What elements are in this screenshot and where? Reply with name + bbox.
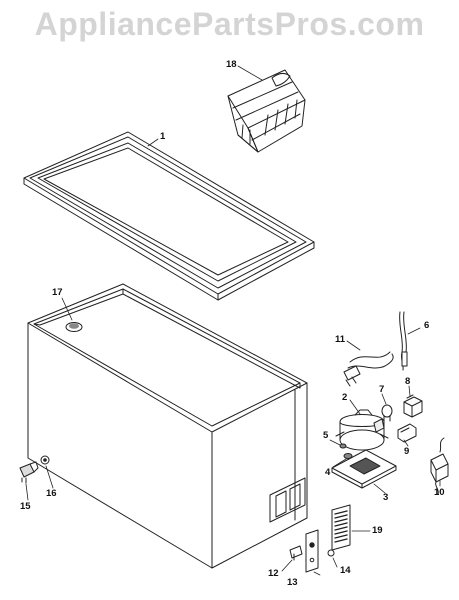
callout-10: 10 [434, 487, 445, 498]
grille-drawing [331, 504, 351, 551]
callout-16: 16 [46, 488, 57, 499]
overload-drawing [381, 404, 393, 422]
callout-13: 13 [287, 577, 298, 588]
thermostat-drawing [305, 529, 319, 573]
lid-gasket-drawing [23, 131, 315, 301]
callout-8: 8 [405, 376, 411, 387]
callout-17: 17 [52, 287, 63, 298]
callout-1: 1 [160, 131, 166, 142]
callout-2: 2 [342, 392, 348, 403]
callout-15: 15 [20, 501, 31, 512]
callout-14: 14 [340, 565, 351, 576]
callout-19: 19 [372, 525, 383, 536]
grommet-drawing [339, 443, 347, 449]
knob-drawing [289, 545, 303, 561]
basket-drawing [227, 69, 306, 153]
mount-drawing [343, 453, 353, 459]
callout-18: 18 [226, 59, 237, 70]
cord-plug-drawing [430, 437, 449, 495]
base-plate-drawing [331, 449, 397, 489]
chest-cabinet-drawing [27, 283, 308, 569]
relay-drawing [403, 394, 423, 418]
callout-4: 4 [325, 467, 331, 478]
screw-drawing [327, 549, 335, 557]
power-cord-drawing [399, 311, 408, 371]
watermark-logo: AppliancePartsPros.com [34, 6, 425, 42]
drain-plug-drawing [19, 461, 39, 484]
relay-cover-drawing [397, 423, 417, 443]
callout-9: 9 [404, 446, 410, 457]
callout-6: 6 [424, 320, 430, 331]
wire-harness-drawing [343, 351, 394, 387]
callout-3: 3 [383, 492, 389, 503]
callout-7: 7 [379, 384, 385, 395]
leader-lines [25, 65, 441, 576]
callout-12: 12 [268, 568, 279, 579]
callout-11: 11 [335, 334, 346, 345]
compressor-drawing [335, 409, 389, 451]
callout-5: 5 [323, 430, 329, 441]
